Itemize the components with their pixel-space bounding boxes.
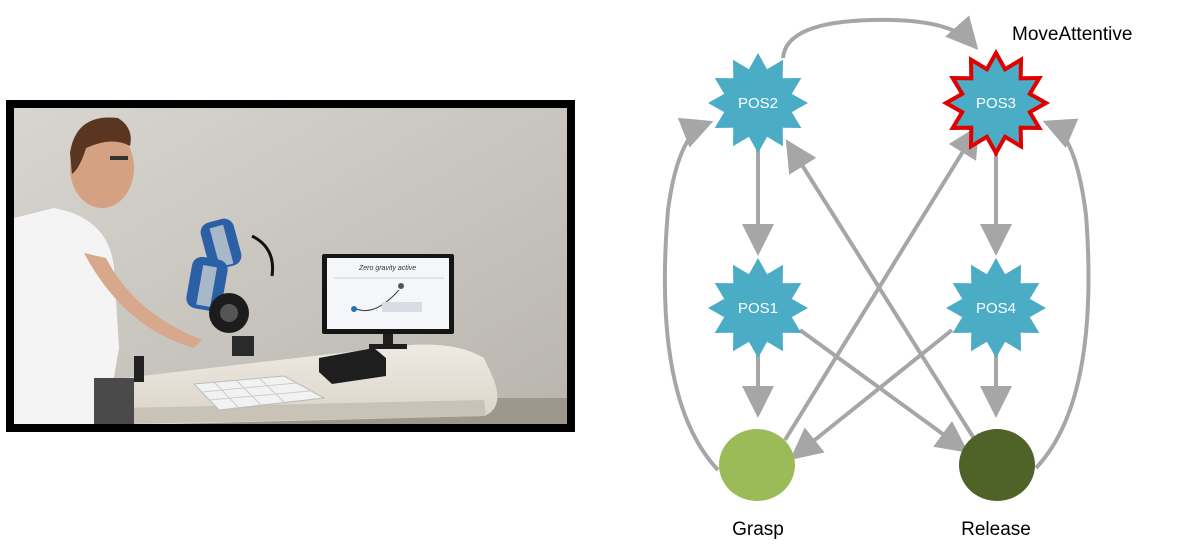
monitor-screen — [327, 258, 449, 329]
state-diagram: POS2 POS3 POS1 POS4 MoveAttentive Grasp … — [662, 15, 1132, 540]
node-pos2 — [708, 53, 808, 153]
node-label-pos2: POS2 — [738, 95, 778, 112]
robot-arm — [186, 218, 275, 333]
edge-release-pos2 — [785, 139, 977, 442]
caption-release: Release — [961, 519, 1031, 540]
caption-grasp: Grasp — [732, 519, 784, 540]
node-label-pos1: POS1 — [738, 300, 778, 317]
photo-frame: Zero gravity active — [6, 100, 575, 432]
nodes — [708, 48, 1051, 501]
edge-release-pos3 — [1034, 118, 1091, 470]
node-grasp — [719, 429, 795, 501]
robot-photo: Zero gravity active — [14, 108, 567, 424]
person — [14, 117, 202, 424]
black-box — [319, 348, 386, 384]
node-label-pos3: POS3 — [976, 95, 1016, 112]
node-pos3 — [941, 48, 1051, 158]
node-label-pos4: POS4 — [976, 300, 1016, 317]
node-pos4 — [946, 258, 1046, 358]
monitor-text: Zero gravity active — [358, 265, 416, 272]
edge-pos2-pos3 — [781, 15, 979, 59]
grid-tray — [192, 375, 326, 411]
node-release — [959, 429, 1035, 501]
edge-pos4-grasp — [789, 328, 954, 461]
edges — [662, 15, 1091, 472]
robot-base — [232, 336, 254, 356]
node-pos1 — [708, 258, 808, 358]
edge-grasp-pos2 — [662, 117, 720, 472]
annotation-moveattentive: MoveAttentive — [1012, 24, 1132, 45]
monitor-stand — [383, 334, 393, 346]
